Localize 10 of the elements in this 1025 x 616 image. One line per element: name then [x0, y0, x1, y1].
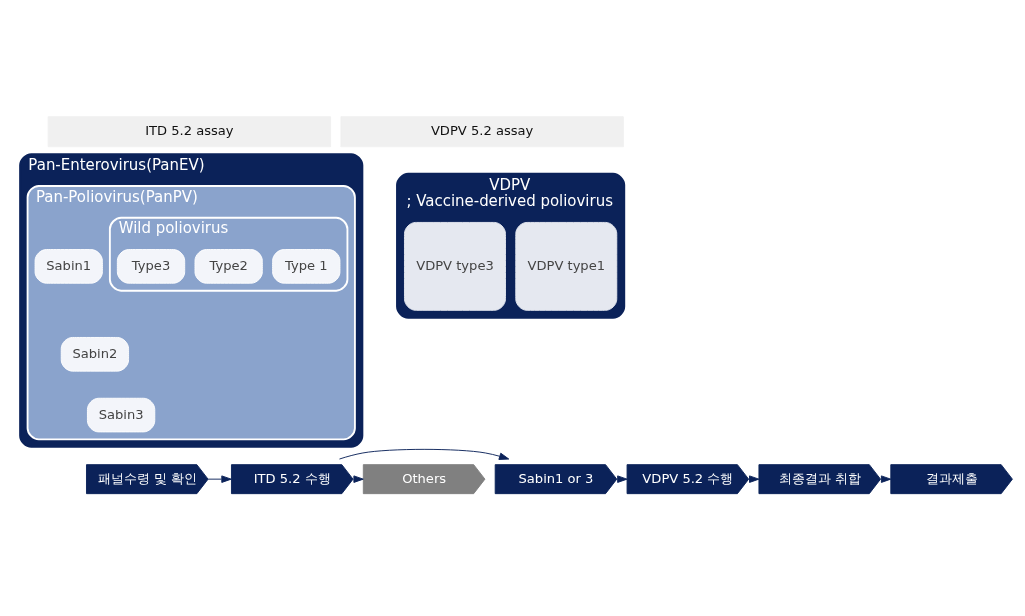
node-box: Type2	[194, 249, 263, 284]
node-box: Sabin3	[86, 397, 156, 433]
node-box: Sabin2	[60, 337, 130, 372]
node-box: VDPV type3	[404, 221, 506, 311]
node-box: Sabin1	[34, 249, 103, 284]
node-box: VDPV type1	[515, 221, 618, 311]
arrow	[339, 448, 510, 460]
node-box: Type 1	[272, 249, 341, 284]
arrow	[207, 475, 232, 483]
node-box: Type3	[116, 249, 186, 284]
